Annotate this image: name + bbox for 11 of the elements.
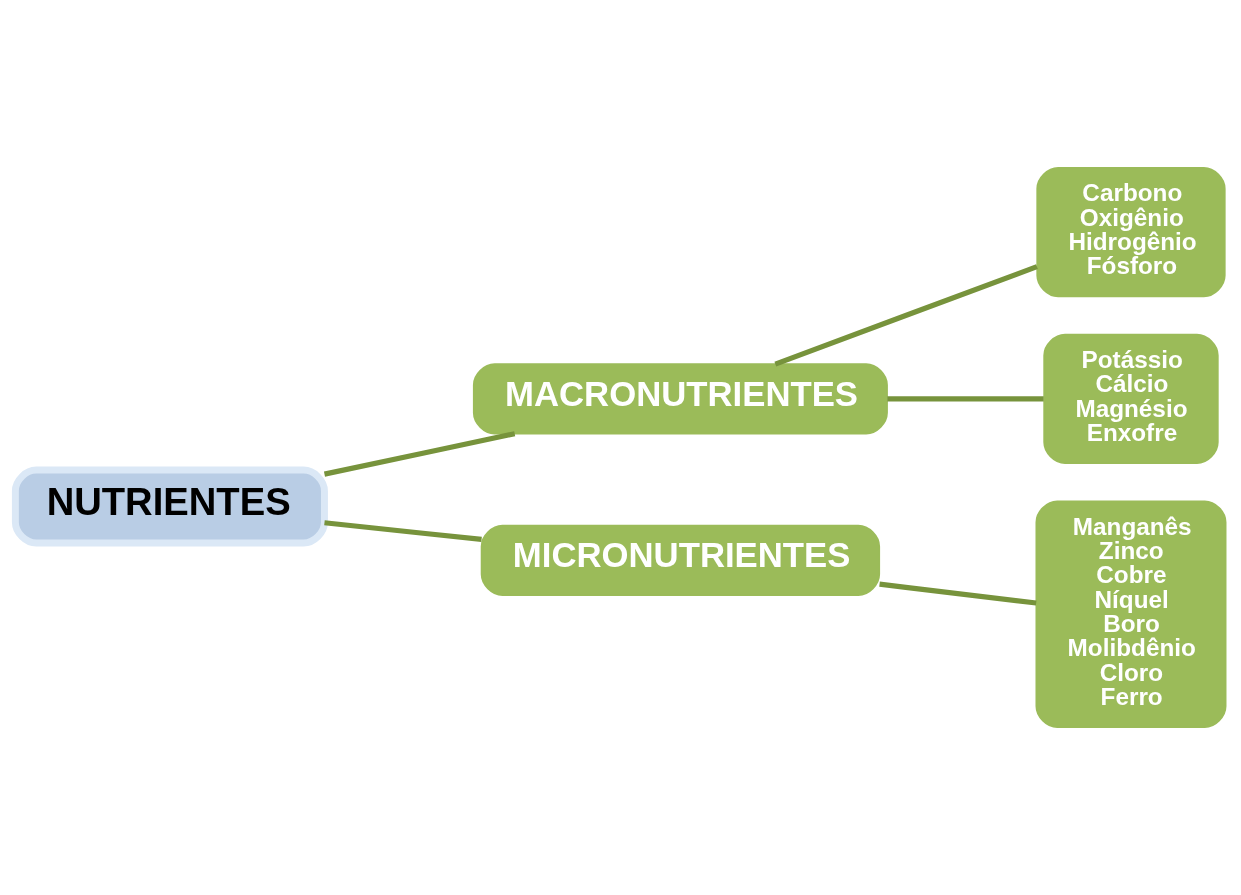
node-box: NUTRIENTES bbox=[11, 466, 328, 547]
connector bbox=[887, 396, 1044, 402]
connector bbox=[324, 520, 482, 543]
node-box: Potássio Cálcio Magnésio Enxofre bbox=[1043, 333, 1219, 464]
connector bbox=[879, 581, 1037, 606]
node-box: MICRONUTRIENTES bbox=[480, 524, 881, 596]
node-box: MACRONUTRIENTES bbox=[472, 363, 888, 435]
connector bbox=[323, 431, 516, 477]
connector bbox=[774, 264, 1038, 367]
node-box: Manganês Zinco Cobre Níquel Boro Molibdênio Cloro Ferro bbox=[1035, 500, 1227, 728]
node-box: Carbono Oxigênio Hidrogênio Fósforo bbox=[1036, 167, 1226, 298]
